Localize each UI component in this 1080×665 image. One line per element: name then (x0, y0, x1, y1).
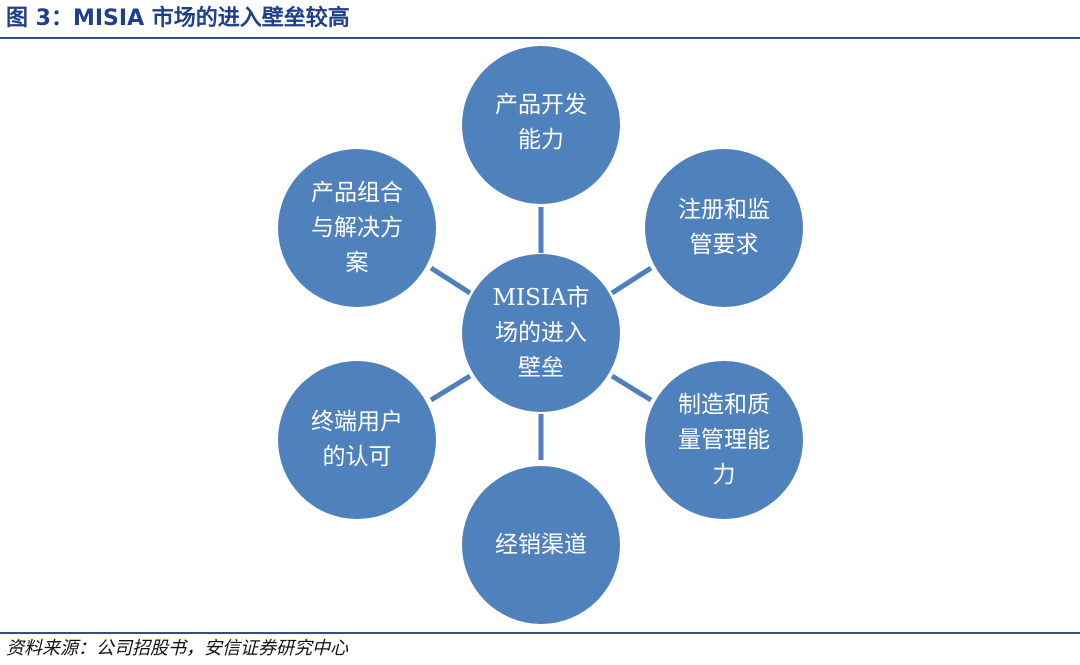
title-divider (0, 37, 1080, 39)
figure-title: 图 3：MISIA 市场的进入壁垒较高 (6, 6, 350, 31)
node-manufacturing-quality: 制造和质 量管理能 力 (645, 361, 803, 519)
node-product-development-line-2: 能力 (518, 127, 564, 153)
connector-lower-right (610, 373, 653, 403)
node-product-portfolio-line-1: 产品组合 (311, 180, 403, 206)
node-product-portfolio-line-3: 案 (346, 250, 369, 276)
connector-upper-left (429, 265, 472, 296)
node-manufacturing-quality-line-3: 力 (713, 462, 736, 488)
node-regulatory-requirements: 注册和监 管要求 (645, 149, 803, 307)
node-manufacturing-quality-line-1: 制造和质 (678, 392, 770, 418)
node-end-user-acceptance: 终端用户 的认可 (278, 361, 436, 519)
node-regulatory-requirements-line-1: 注册和监 (678, 197, 770, 223)
center-node: MISIA市 场的进入 壁垒 (462, 254, 620, 412)
node-end-user-acceptance-line-1: 终端用户 (311, 409, 403, 435)
center-node-line-1: MISIA市 (492, 285, 589, 311)
node-distribution-channels: 经销渠道 (462, 466, 620, 624)
center-node-line-3: 壁垒 (518, 355, 564, 381)
node-product-portfolio-line-2: 与解决方 (311, 215, 403, 241)
node-product-development: 产品开发 能力 (462, 46, 620, 204)
center-node-line-2: 场的进入 (495, 320, 587, 346)
connector-upper-right (610, 265, 653, 296)
connector-lower-left (429, 373, 472, 403)
node-distribution-channels-line-1: 经销渠道 (495, 532, 587, 558)
source-note: 资料来源：公司招股书，安信证券研究中心 (6, 638, 348, 659)
source-divider (0, 632, 1080, 634)
node-product-development-line-1: 产品开发 (495, 92, 587, 118)
node-product-portfolio: 产品组合 与解决方 案 (278, 149, 436, 307)
node-regulatory-requirements-line-2: 管要求 (690, 232, 759, 258)
node-end-user-acceptance-line-2: 的认可 (323, 444, 392, 470)
node-manufacturing-quality-line-2: 量管理能 (678, 427, 770, 453)
